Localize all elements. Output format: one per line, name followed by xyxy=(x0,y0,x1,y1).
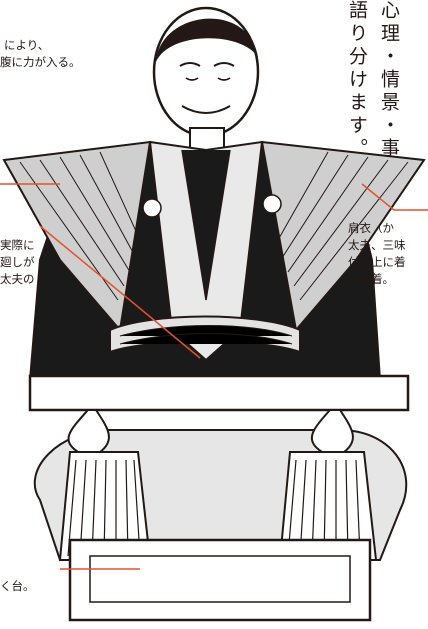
caption-top-left-line-2: 腹に力が入る。 xyxy=(0,55,81,69)
caption-mid-left-line-1: 実際に xyxy=(0,238,35,252)
caption-top-left-line-1: により、 xyxy=(4,38,50,52)
caption-mid-left-line-2: 廻しが xyxy=(0,255,35,269)
tassel-right xyxy=(278,409,378,561)
family-crest-left xyxy=(142,198,162,218)
caption-bottom: く台。 xyxy=(0,579,35,593)
caption-right-line-1: 肩衣（か xyxy=(348,221,394,235)
leader-line-obi xyxy=(39,225,201,359)
caption-mid-left: 実際に 廻しが 太夫の xyxy=(0,237,35,288)
hair xyxy=(156,18,258,62)
caption-mid-left-line-3: 太夫の xyxy=(0,272,35,286)
caption-right-line-4: の胴着。 xyxy=(348,272,394,286)
family-crest-right xyxy=(262,194,282,214)
caption-right: 肩衣（か 太夫、三味 付の上に着 の胴着。 xyxy=(348,220,406,288)
vertical-text-col-1: 語り分けます。 xyxy=(346,0,368,161)
base-platform xyxy=(68,538,372,622)
tassel-left xyxy=(58,409,152,561)
leader-line-kataginu xyxy=(361,183,428,211)
caption-right-line-2: 太夫、三味 xyxy=(348,238,406,252)
neck xyxy=(189,127,225,151)
caption-right-line-3: 付の上に着 xyxy=(348,255,406,269)
leader-lines xyxy=(0,183,428,570)
kendai-lectern-top xyxy=(28,374,410,412)
vertical-text-col-2: 心理・情景・事 xyxy=(378,0,400,161)
caption-top-left: により、 腹に力が入る。 xyxy=(0,37,81,71)
